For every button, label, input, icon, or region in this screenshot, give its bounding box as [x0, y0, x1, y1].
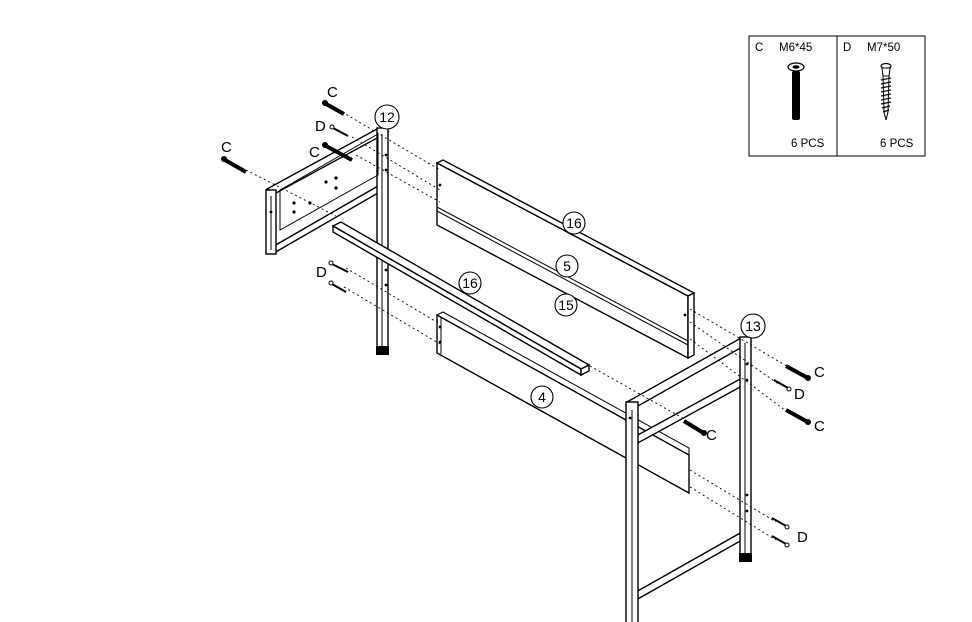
part-number-5: 5 — [555, 254, 579, 278]
svg-text:15: 15 — [558, 297, 574, 313]
cross-bar-16 — [331, 221, 591, 377]
part-number-16-bar: 16 — [458, 271, 482, 295]
hardware-c-qty: 6 PCS — [791, 138, 825, 150]
hardware-d-qty: 6 PCS — [880, 138, 914, 150]
bolt-icon — [787, 62, 805, 120]
hardware-c-spec: M6*45 — [779, 42, 812, 54]
callout-d-right: D — [794, 386, 805, 403]
svg-text:16: 16 — [566, 215, 582, 231]
callout-c-left: C — [221, 139, 232, 156]
fasteners — [221, 100, 811, 548]
svg-text:4: 4 — [538, 389, 546, 405]
part-number-15: 15 — [554, 293, 578, 317]
hardware-d-spec: M7*50 — [867, 42, 900, 54]
svg-text:12: 12 — [379, 109, 395, 125]
hardware-c-letter: C — [755, 42, 763, 54]
callout-c-left-mid: C — [309, 144, 320, 161]
part-number-4: 4 — [530, 385, 554, 409]
right-frame-13 — [625, 336, 753, 622]
alignment-lines — [245, 111, 791, 541]
callout-c-front: C — [706, 427, 717, 444]
part-number-12: 12 — [374, 104, 400, 130]
part-number-13: 13 — [740, 313, 766, 339]
svg-text:13: 13 — [745, 318, 761, 334]
callout-c-top: C — [327, 84, 338, 101]
part-number-16-top: 16 — [562, 211, 586, 235]
svg-text:5: 5 — [563, 258, 571, 274]
hardware-legend: C M6*45 6 PCS D M7*50 6 PCS — [748, 35, 926, 157]
wood-screw-icon — [880, 62, 892, 121]
callout-c-right-top: C — [814, 364, 825, 381]
callout-d-right-lower: D — [797, 529, 808, 546]
svg-text:16: 16 — [462, 275, 478, 291]
callout-d-top: D — [315, 118, 326, 135]
left-frame-12 — [265, 127, 390, 355]
callout-d-left-lower: D — [316, 264, 327, 281]
callout-c-right-bottom: C — [814, 418, 825, 435]
hardware-d-letter: D — [843, 42, 851, 54]
